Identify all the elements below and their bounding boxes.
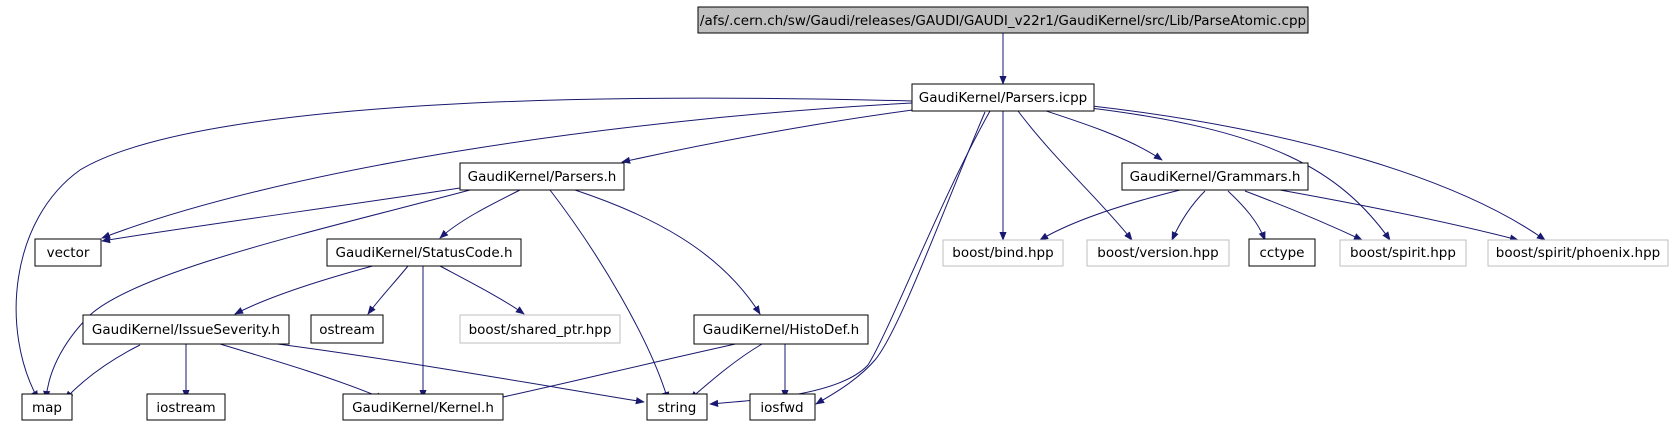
node-parsers-icpp-label: GaudiKernel/Parsers.icpp <box>919 90 1087 106</box>
edge-parsers-icpp-to-parsers-h <box>621 108 921 164</box>
node-grammars-h[interactable]: GaudiKernel/Grammars.h <box>1121 162 1309 191</box>
edge-grammars-h-to-cctype <box>1227 190 1266 241</box>
node-cctype[interactable]: cctype <box>1248 238 1316 267</box>
node-grammars-h-label: GaudiKernel/Grammars.h <box>1130 169 1301 185</box>
edge-statuscode-h-to-ostream <box>367 265 409 315</box>
node-iosfwd-label: iosfwd <box>760 400 803 416</box>
edge-statuscode-h-to-issueseverity-h <box>234 263 381 315</box>
edge-parsers-icpp-to-vector <box>101 102 913 239</box>
edge-parsers-h-to-vector <box>101 187 461 244</box>
edge-parsers-icpp-to-grammars-h <box>1039 108 1163 161</box>
node-boost-bind-label: boost/bind.hpp <box>952 245 1053 261</box>
node-statuscode-h-label: GaudiKernel/StatusCode.h <box>336 245 513 261</box>
edge-parsers-icpp-to-boost-version <box>1017 110 1133 241</box>
edge-parsers-h-to-map <box>43 189 471 400</box>
node-string-label: string <box>658 400 697 416</box>
edge-histodef-h-to-kernel-h <box>479 342 741 404</box>
node-iosfwd[interactable]: iosfwd <box>749 393 816 421</box>
node-ostream[interactable]: ostream <box>310 314 384 344</box>
node-cctype-label: cctype <box>1259 245 1304 261</box>
node-root-file[interactable]: /afs/.cern.ch/sw/Gaudi/releases/GAUDI/GA… <box>697 6 1309 34</box>
node-root-file-label: /afs/.cern.ch/sw/Gaudi/releases/GAUDI/GA… <box>700 13 1306 29</box>
node-histodef-h[interactable]: GaudiKernel/HistoDef.h <box>693 314 869 345</box>
node-boost-version[interactable]: boost/version.hpp <box>1086 239 1230 267</box>
node-iostream[interactable]: iostream <box>146 393 226 421</box>
edge-parsers-icpp-to-boost-spirit <box>1089 107 1391 241</box>
edge-parsers-h-to-statuscode-h <box>439 189 521 239</box>
edge-issueseverity-h-to-kernel-h <box>219 343 385 400</box>
edge-parsers-icpp-to-map <box>15 97 913 400</box>
edge-histodef-h-to-string <box>689 343 763 400</box>
node-parsers-h-label: GaudiKernel/Parsers.h <box>468 169 617 185</box>
edge-grammars-h-to-boost-spirit <box>1244 190 1363 241</box>
node-boost-shared-ptr-label: boost/shared_ptr.hpp <box>469 322 612 338</box>
node-map[interactable]: map <box>21 393 73 421</box>
node-histodef-h-label: GaudiKernel/HistoDef.h <box>703 322 859 338</box>
node-vector[interactable]: vector <box>34 238 102 267</box>
edge-grammars-h-to-boost-phoenix <box>1279 189 1519 242</box>
edge-parsers-h-to-histodef-h <box>574 189 761 315</box>
edge-issueseverity-h-to-map <box>64 344 141 400</box>
node-issueseverity-h-label: GaudiKernel/IssueSeverity.h <box>92 322 280 338</box>
node-map-label: map <box>32 400 62 416</box>
node-boost-shared-ptr[interactable]: boost/shared_ptr.hpp <box>459 314 621 344</box>
node-boost-spirit-label: boost/spirit.hpp <box>1350 245 1456 261</box>
node-kernel-h[interactable]: GaudiKernel/Kernel.h <box>342 393 504 421</box>
edge-grammars-h-to-boost-bind <box>1039 189 1181 241</box>
edge-parsers-icpp-to-boost-phoenix <box>1091 105 1546 241</box>
node-iostream-label: iostream <box>156 400 215 416</box>
node-parsers-h[interactable]: GaudiKernel/Parsers.h <box>459 162 625 191</box>
edge-parsers-icpp-to-iosfwd <box>815 111 986 405</box>
node-string[interactable]: string <box>646 393 708 421</box>
node-vector-label: vector <box>47 245 90 261</box>
edge-parsers-h-to-string <box>549 189 670 401</box>
node-boost-spirit[interactable]: boost/spirit.hpp <box>1339 239 1467 267</box>
node-parsers-icpp[interactable]: GaudiKernel/Parsers.icpp <box>911 83 1095 112</box>
node-issueseverity-h[interactable]: GaudiKernel/IssueSeverity.h <box>82 314 290 345</box>
node-boost-bind[interactable]: boost/bind.hpp <box>942 239 1064 267</box>
node-ostream-label: ostream <box>319 322 375 338</box>
node-kernel-h-label: GaudiKernel/Kernel.h <box>352 400 494 416</box>
edge-statuscode-h-to-shared-ptr <box>439 265 525 315</box>
node-statuscode-h[interactable]: GaudiKernel/StatusCode.h <box>326 238 522 267</box>
node-boost-phoenix-label: boost/spirit/phoenix.hpp <box>1496 245 1660 261</box>
node-boost-version-label: boost/version.hpp <box>1097 245 1218 261</box>
node-boost-phoenix[interactable]: boost/spirit/phoenix.hpp <box>1487 239 1669 267</box>
edge-issueseverity-h-to-string <box>269 342 645 405</box>
edge-grammars-h-to-boost-version <box>1171 190 1206 241</box>
